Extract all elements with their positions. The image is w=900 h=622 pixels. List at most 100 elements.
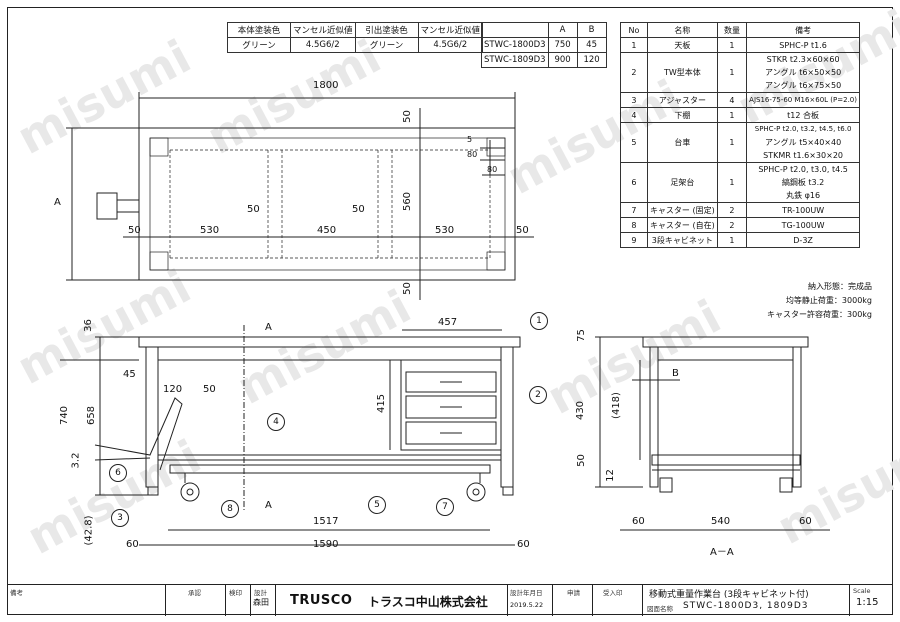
section-title: A－A [710, 547, 734, 558]
section-mark-a-top: A [265, 322, 272, 333]
tb-receipt-label: 受入印 [603, 589, 623, 597]
part-name: 足架台 [646, 162, 718, 203]
dim-s430: 430 [575, 400, 587, 421]
dim-60-left: 60 [126, 539, 139, 550]
dim-leg-b: 50 [352, 204, 365, 215]
tb-date: 設計年月日 2019.5.22 [507, 585, 552, 616]
company-name: トラスコ中山株式会社 [368, 595, 488, 609]
tb-approval-label: 承認 [188, 589, 201, 597]
title-block: 備考 承認 検印 設計 森田 TRUSCO トラスコ中山株式会社 設計年月日 2… [7, 584, 893, 616]
note-line: 均等静止荷重：3000kg [785, 296, 872, 305]
tb-application: 申請 [552, 585, 592, 616]
dim-corner-80b: 80 [487, 165, 498, 174]
tb-design-label: 設計 [254, 589, 267, 597]
tb-check-label: 検印 [229, 589, 242, 597]
spec-cell: 4.5G6/2 [290, 37, 356, 53]
tb-remarks: 備考 [7, 585, 165, 616]
tb-receipt: 受入印 [592, 585, 642, 616]
part-note: STKR t2.3×60×60 [766, 55, 840, 64]
part-name: 台車 [646, 122, 718, 163]
dim-seg1: 530 [200, 225, 220, 236]
part-notes: STKR t2.3×60×60 アングル t6×50×50 アングル t6×75… [746, 52, 860, 93]
tb-approval: 承認 [165, 585, 225, 616]
delivery-notes: 納入形態：完成品 均等静止荷重：3000kg キャスター許容荷重：300kg [720, 280, 872, 322]
dim-leg-a: 50 [247, 204, 260, 215]
dim-inner-depth: 560 [402, 191, 414, 212]
dim-s60-right: 60 [799, 516, 812, 527]
dim-h42-8: (42.8) [83, 515, 95, 546]
model-header: B [576, 22, 607, 38]
dim-s50: 50 [575, 454, 587, 467]
dim-right-edge: 50 [516, 225, 529, 236]
dim-a-label: A [54, 197, 61, 208]
spec-cell: グリーン [354, 37, 419, 53]
note-line: 納入形態：完成品 [808, 282, 872, 291]
tb-title: 移動式重量作業台 (3段キャビネット付) 図面名称 STWC-1800D3, 1… [642, 585, 849, 616]
tb-remarks-label: 備考 [10, 589, 23, 597]
dim-seg3: 530 [435, 225, 455, 236]
callout-1: 1 [530, 312, 548, 330]
model-cell: 120 [576, 52, 607, 68]
tb-date-value: 2019.5.22 [510, 601, 544, 609]
tb-designer: 森田 [253, 598, 269, 607]
tb-scale-label: Scale [853, 587, 871, 595]
dim-b-label: B [672, 368, 679, 379]
part-note: アングル t5×40×40 [764, 138, 842, 147]
part-note: 縞鋼板 t3.2 [781, 178, 825, 187]
tb-design: 設計 森田 [250, 585, 275, 616]
dim-top-width: 1800 [313, 80, 339, 91]
part-note: D-3Z [746, 232, 860, 248]
part-note: アングル t6×75×50 [764, 81, 842, 90]
tb-date-label: 設計年月日 [510, 589, 543, 597]
dim-corner-80a: 80 [467, 150, 478, 159]
callout-3: 3 [111, 509, 129, 527]
part-note: SPHC-P t2.0, t3.2, t4.5, t6.0 [754, 125, 852, 133]
dim-1517: 1517 [313, 516, 339, 527]
part-qty: 1 [716, 52, 748, 93]
dim-top-margin: 50 [401, 110, 413, 123]
part-no: 9 [620, 232, 648, 248]
paint-spec-table: 本体塗装色 マンセル近似値 引出塗装色 マンセル近似値 グリーン 4.5G6/2… [227, 22, 484, 53]
dim-60-right: 60 [517, 539, 530, 550]
dim-457: 457 [438, 317, 458, 328]
parts-table: No 名称 数量 備考 1 天板 1 SPHC-P t1.6 2 TW型本体 1… [620, 22, 860, 248]
scale-value: 1:15 [856, 597, 879, 608]
drawing-title: 移動式重量作業台 (3段キャビネット付) [649, 590, 809, 600]
dim-s418: (418) [610, 392, 622, 419]
dim-bottom-margin: 50 [401, 282, 413, 295]
part-notes: SPHC-P t2.0, t3.2, t4.5, t6.0 アングル t5×40… [746, 122, 860, 163]
dim-h3-2: 3.2 [70, 452, 82, 469]
dim-45: 45 [123, 369, 136, 380]
drawing-name: STWC-1800D3, 1809D3 [683, 601, 809, 611]
callout-7: 7 [436, 498, 454, 516]
callout-6: 6 [109, 464, 127, 482]
dim-50-front: 50 [203, 384, 216, 395]
dim-415: 415 [376, 393, 388, 414]
note-line: キャスター許容荷重：300kg [767, 310, 872, 319]
dim-h740: 740 [59, 405, 71, 426]
dim-120: 120 [163, 384, 183, 395]
spec-cell: グリーン [227, 37, 291, 53]
part-note: SPHC-P t2.0, t3.0, t4.5 [758, 165, 848, 174]
tb-drawing-name-label: 図面名称 [647, 605, 673, 613]
dim-h36: 36 [82, 319, 94, 332]
part-no: 6 [620, 162, 648, 203]
brand-logo: TRUSCO [290, 593, 353, 608]
part-note: 丸鉄 φ16 [786, 191, 821, 200]
section-mark-a-bottom: A [265, 500, 272, 511]
model-cell: 900 [547, 52, 578, 68]
part-name: TW型本体 [646, 52, 718, 93]
part-no: 5 [620, 122, 648, 163]
tb-check: 検印 [225, 585, 250, 616]
model-table: A B STWC-1800D3 750 45 STWC-1809D3 900 1… [481, 22, 607, 68]
callout-8: 8 [221, 500, 239, 518]
part-no: 4 [620, 107, 648, 123]
part-qty: 1 [716, 232, 748, 248]
part-note: STKMR t1.6×30×20 [763, 151, 843, 160]
part-qty: 4 [716, 92, 748, 108]
dim-left-edge: 50 [128, 225, 141, 236]
dim-seg2: 450 [317, 225, 337, 236]
dim-h658: 658 [86, 405, 98, 426]
dim-1590: 1590 [313, 539, 339, 550]
